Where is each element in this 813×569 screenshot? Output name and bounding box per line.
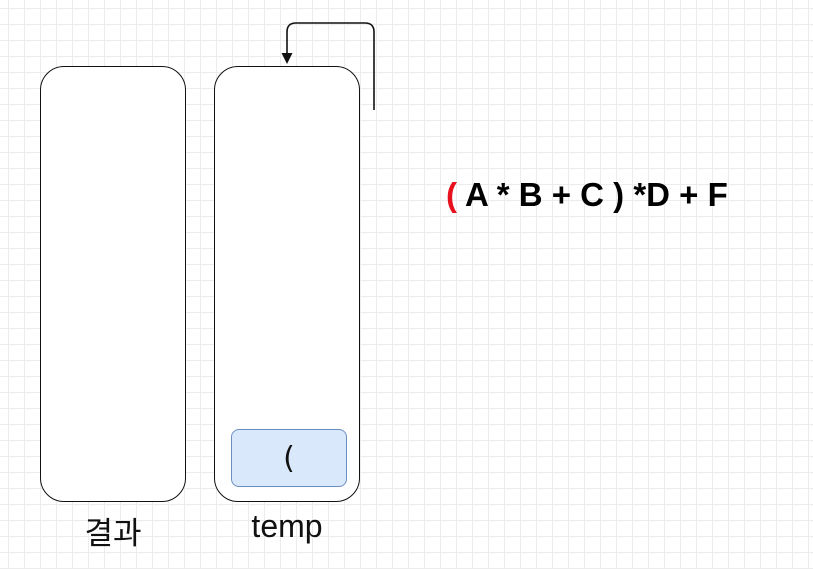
infix-expression: ( A * B + C ) *D + F <box>446 174 728 216</box>
temp-stack-item: ( <box>231 429 347 487</box>
temp-stack-container: ( <box>214 66 360 502</box>
expression-current-token: ( <box>446 176 457 213</box>
result-stack-label: 결과 <box>84 516 142 552</box>
push-loop-arrowhead <box>281 53 293 64</box>
temp-stack-label: temp <box>251 508 323 544</box>
expression-remaining: A * B + C ) *D + F <box>457 176 728 213</box>
result-stack-container <box>40 66 186 502</box>
